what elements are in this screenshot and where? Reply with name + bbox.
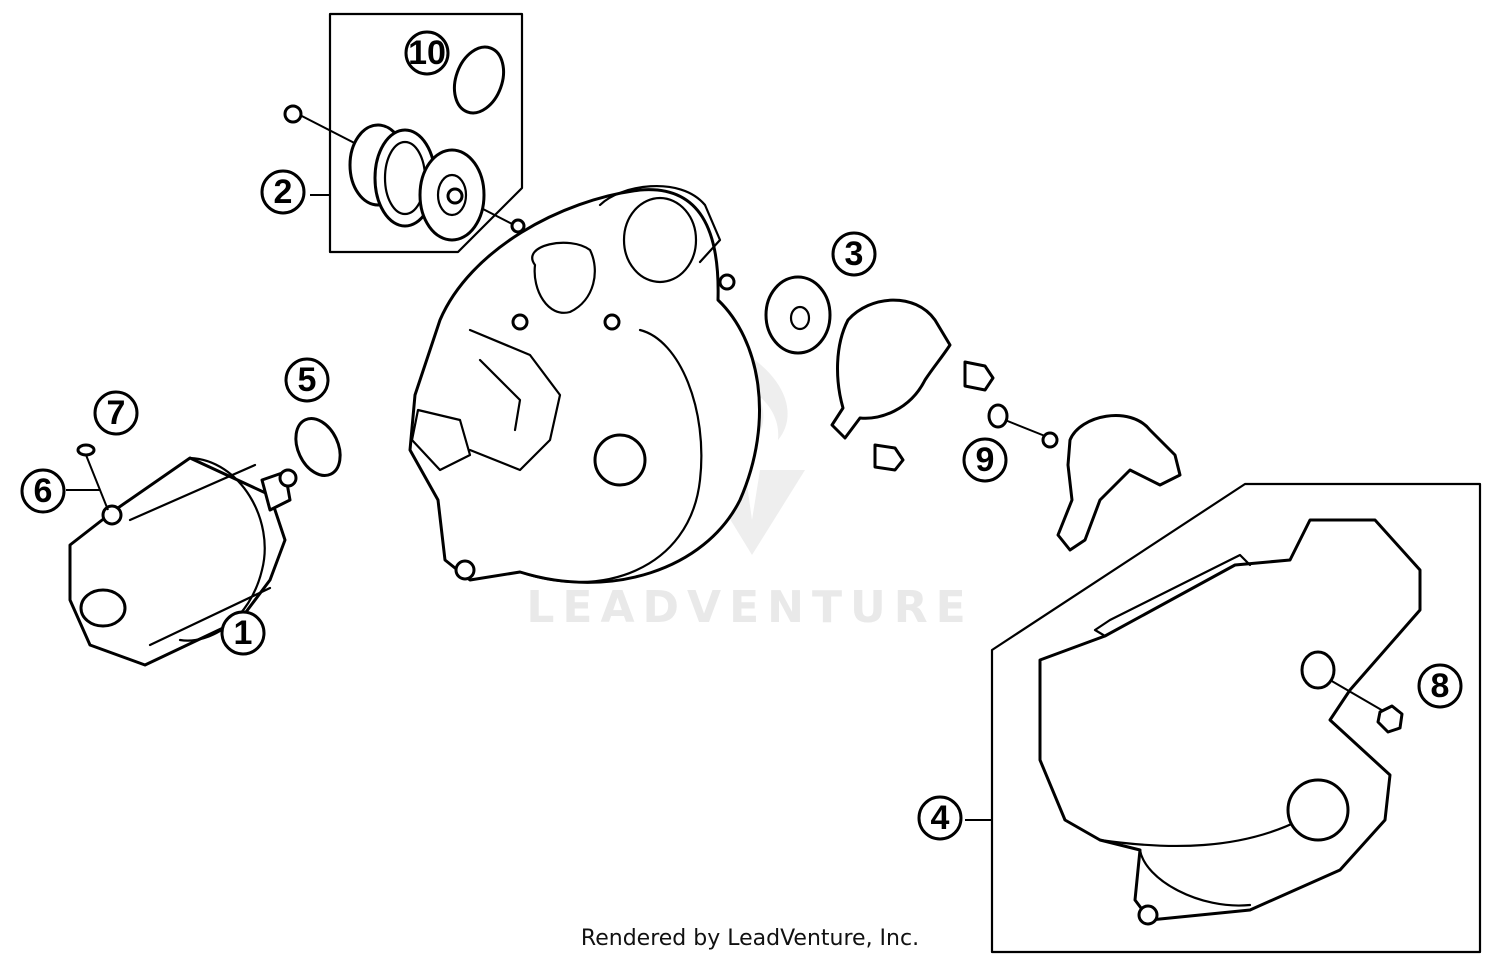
o-ring-10 [452,45,506,115]
svg-text:2: 2 [274,173,293,211]
callout-3: 3 [831,231,877,277]
gasket [830,298,952,440]
callout-8: 8 [1417,663,1463,709]
svg-text:9: 9 [976,441,995,479]
dowel-pins [873,360,995,472]
starter-gear-assembly [283,104,526,242]
drive-gear-3 [764,275,832,355]
callout-7: 7 [93,390,139,436]
o-ring-5 [294,417,342,477]
callout-9: 9 [962,437,1008,483]
nut-8 [1329,679,1404,734]
callout-4: 4 [917,795,963,841]
callout-5: 5 [284,357,330,403]
svg-text:4: 4 [931,799,950,837]
ignition-cover [1038,518,1422,926]
callout-10: 10 [404,30,450,76]
callout-1: 1 [220,610,266,656]
leader-lines [66,194,992,821]
crankcase-cover [408,185,761,584]
starter-motor [68,443,298,667]
gear-group-frame [328,12,524,254]
render-credit: Rendered by LeadVenture, Inc. [580,926,920,951]
svg-text:1: 1 [234,614,253,652]
svg-text:5: 5 [298,361,317,399]
svg-text:6: 6 [34,472,53,510]
svg-text:10: 10 [408,34,446,72]
callout-6: 6 [20,468,66,514]
cover-group-frame [990,482,1482,954]
svg-text:8: 8 [1431,667,1450,705]
callout-2: 2 [260,169,306,215]
watermark-text: LEADVENTURE [526,582,973,633]
svg-text:7: 7 [107,394,126,432]
svg-text:3: 3 [845,235,864,273]
o-ring-9-and-bracket [987,403,1182,552]
